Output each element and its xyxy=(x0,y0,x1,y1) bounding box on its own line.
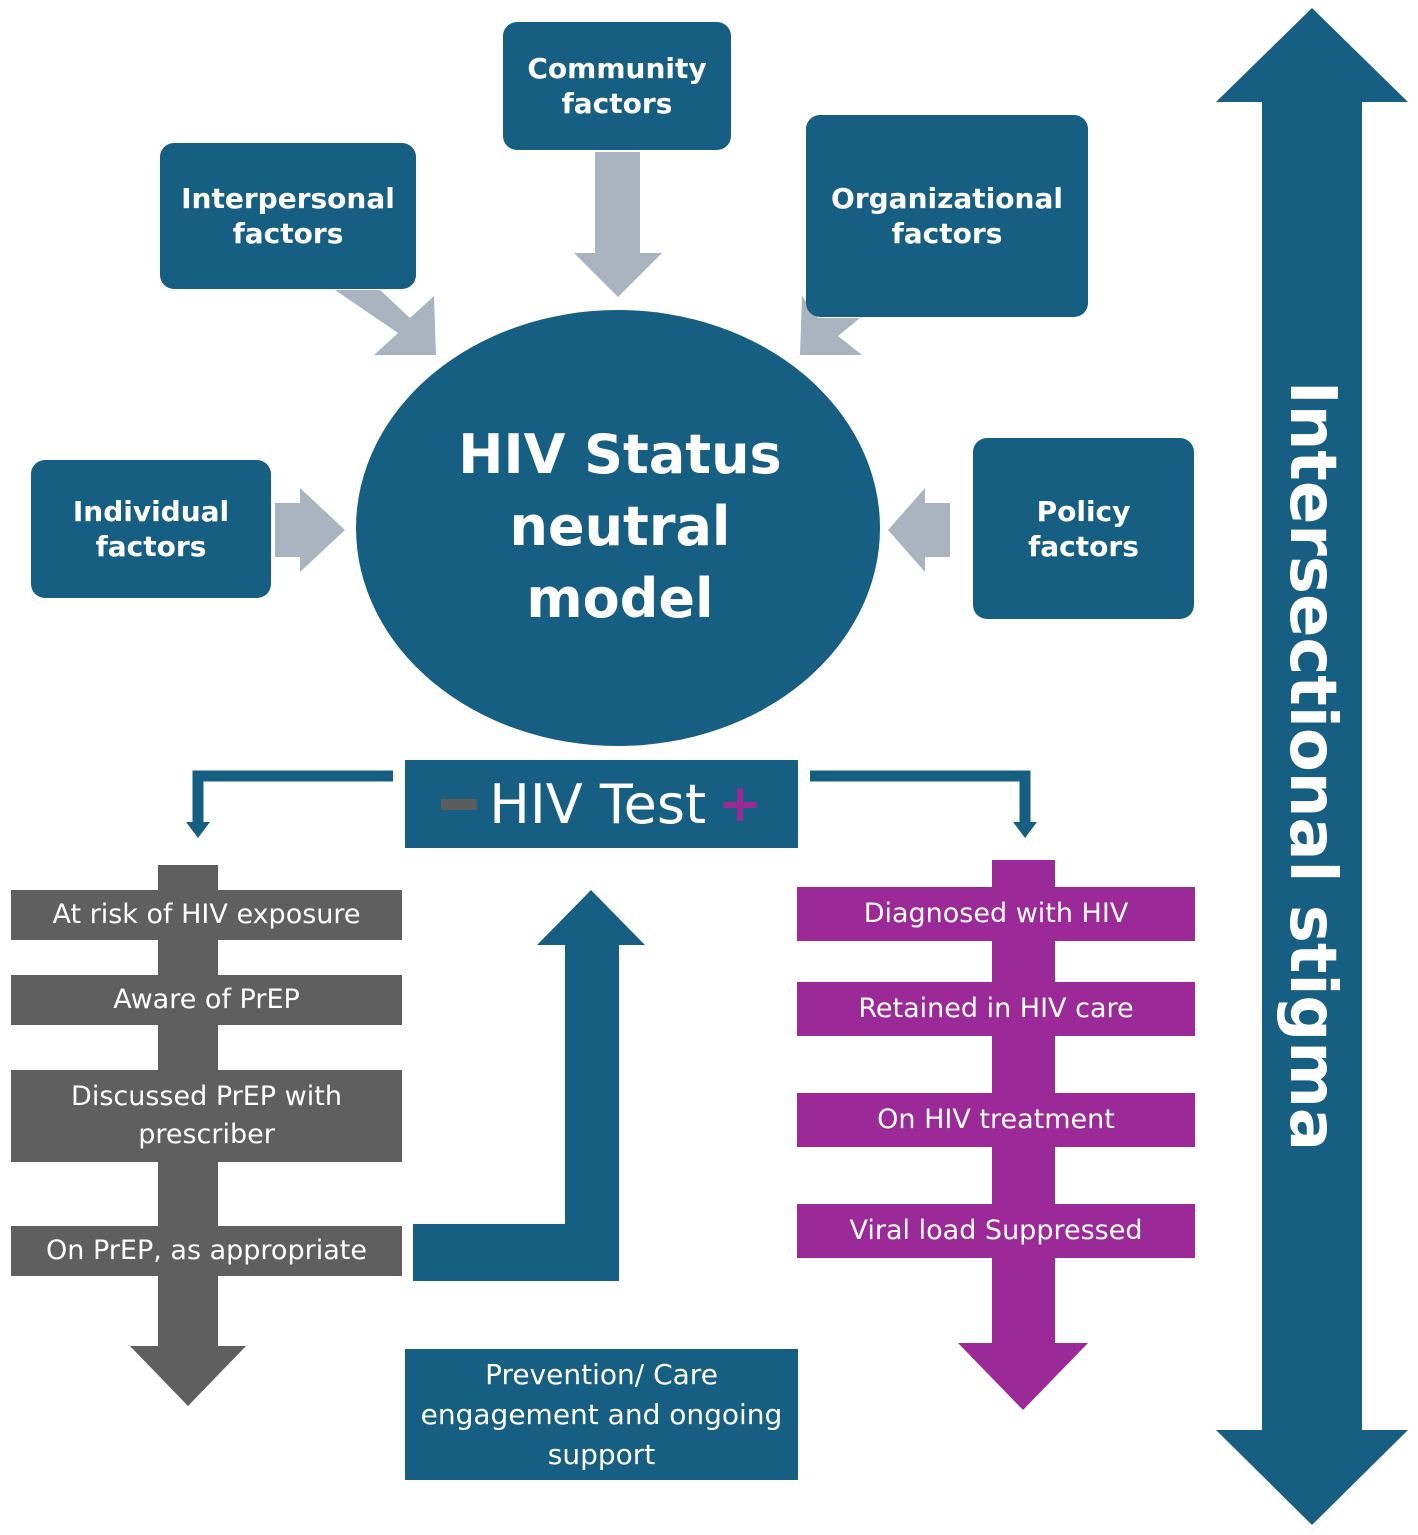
negative-connector xyxy=(192,770,393,825)
positive-step-3-label: On HIV treatment xyxy=(877,1104,1115,1135)
negative-step-3-label: Discussed PrEP with prescriber xyxy=(71,1081,342,1150)
interpersonal-factors-line1: Interpersonal xyxy=(181,182,395,215)
center-title-line3: model xyxy=(526,567,714,630)
stigma-label: Intersectional stigma xyxy=(1275,380,1349,1152)
community-arrow xyxy=(574,152,662,297)
stigma-double-arrow xyxy=(1216,8,1408,1525)
negative-step-3: Discussed PrEP with prescriber xyxy=(11,1070,402,1162)
organizational-factors-line1: Organizational xyxy=(831,182,1063,215)
minus-icon xyxy=(441,798,478,810)
positive-step-3: On HIV treatment xyxy=(797,1093,1195,1147)
center-title-line2: neutral xyxy=(509,495,731,558)
policy-factors-line1: Policy xyxy=(1036,494,1131,528)
organizational-factors-line2: factors xyxy=(891,217,1003,250)
negative-step-2: Aware of PrEP xyxy=(11,975,402,1025)
center-title: HIV Status neutral model xyxy=(360,412,880,642)
positive-connector xyxy=(810,770,1031,825)
positive-path-head xyxy=(958,1343,1088,1410)
positive-step-2: Retained in HIV care xyxy=(797,982,1195,1036)
support-box: Prevention/ Care engagement and ongoing … xyxy=(405,1349,798,1480)
policy-factors-line2: factors xyxy=(1028,529,1139,563)
individual-factors-line1: Individual xyxy=(72,495,230,528)
community-factors-line1: Community xyxy=(527,52,707,85)
positive-connector-head xyxy=(1013,822,1037,838)
negative-step-1-label: At risk of HIV exposure xyxy=(52,899,361,930)
hiv-test-label: HIV Test xyxy=(489,772,707,836)
positive-step-4: Viral load Suppressed xyxy=(797,1204,1195,1258)
center-ellipse xyxy=(356,310,880,746)
negative-path-head xyxy=(130,1346,246,1406)
community-factors-line2: factors xyxy=(561,87,673,120)
hiv-test-box: HIV Test + xyxy=(405,760,798,848)
positive-step-1: Diagnosed with HIV xyxy=(797,887,1195,941)
negative-step-1: At risk of HIV exposure xyxy=(11,890,402,940)
interpersonal-factors-line2: factors xyxy=(232,217,344,250)
positive-step-2-label: Retained in HIV care xyxy=(858,993,1134,1024)
interpersonal-arrow xyxy=(335,290,436,355)
negative-step-4: On PrEP, as appropriate xyxy=(11,1226,402,1276)
individual-factors-line2: factors xyxy=(95,530,207,563)
support-label: Prevention/ Care engagement and ongoing … xyxy=(420,1357,783,1471)
return-arrow xyxy=(413,890,645,1281)
policy-arrow xyxy=(888,488,950,572)
center-title-line1: HIV Status xyxy=(458,423,782,486)
negative-step-2-label: Aware of PrEP xyxy=(113,984,300,1015)
positive-step-1-label: Diagnosed with HIV xyxy=(863,898,1129,929)
positive-step-4-label: Viral load Suppressed xyxy=(849,1215,1143,1246)
individual-arrow xyxy=(275,488,345,572)
negative-step-4-label: On PrEP, as appropriate xyxy=(46,1235,367,1266)
plus-icon: + xyxy=(718,774,762,834)
negative-connector-head xyxy=(186,822,210,838)
organizational-arrow xyxy=(800,296,880,355)
